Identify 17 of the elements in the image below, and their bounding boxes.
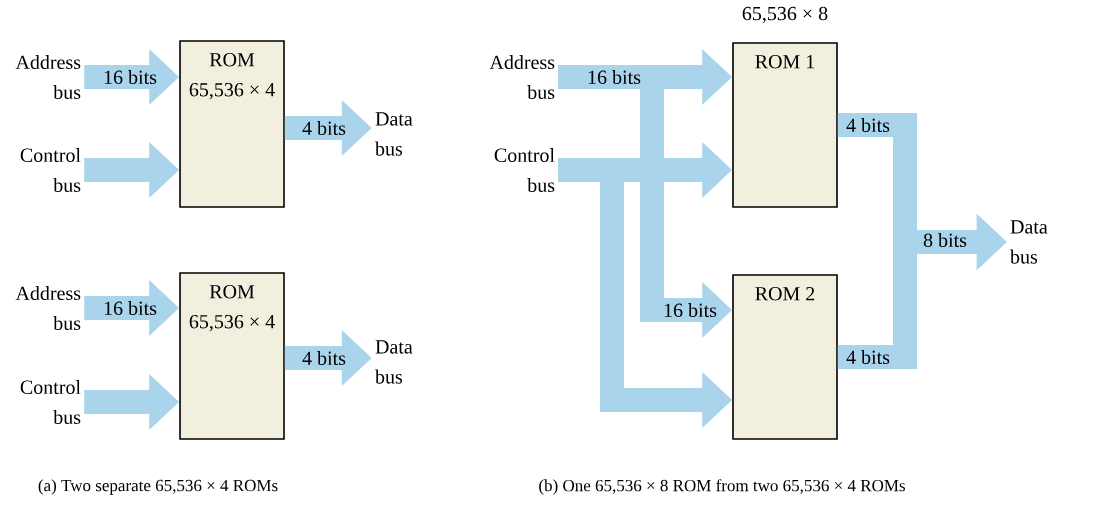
bus-label: Address bus (489, 54, 555, 100)
bus-label: Control bus (20, 379, 81, 425)
bus-label: Data bus (1010, 220, 1048, 264)
bus-label: Data bus (375, 112, 413, 156)
rom-box: ROM 65,536 × 4 (179, 40, 285, 208)
bus-label: Address bus (15, 54, 81, 100)
size-label: 65,536 × 8 (742, 6, 828, 24)
rom-box: ROM 2 (732, 274, 838, 440)
rom-box: ROM 65,536 × 4 (179, 272, 285, 440)
bus-label: Address bus (15, 285, 81, 331)
figure-caption: (b) One 65,536 × 8 ROM from two 65,536 × 4 ROMs (539, 479, 905, 495)
bus-label: Control bus (494, 147, 555, 193)
bit-width-label: 8 bits (923, 232, 967, 248)
bus-label: Data bus (375, 340, 413, 384)
figure-caption: (a) Two separate 65,536 × 4 ROMs (38, 479, 278, 495)
rom-box: ROM 1 (732, 42, 838, 208)
bus-label: Control bus (20, 147, 81, 193)
